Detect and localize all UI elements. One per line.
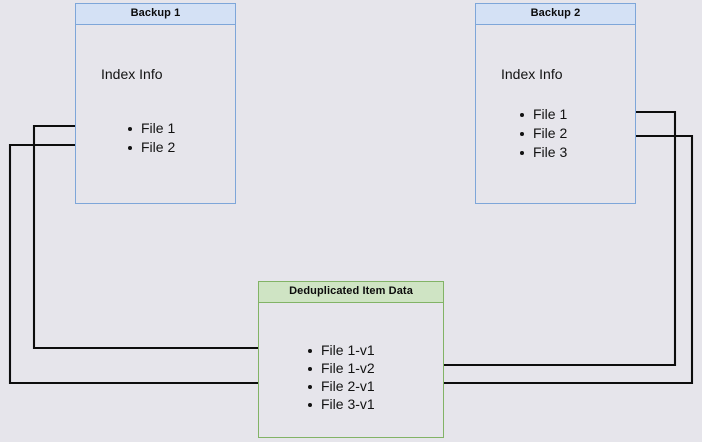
dedup-file-item: File 1-v1	[306, 341, 375, 359]
node-backup-1-header: Backup 1	[76, 4, 235, 25]
backup-2-file-item: File 1	[518, 105, 567, 124]
backup-2-file-item: File 2	[518, 124, 567, 143]
connector-backup1-file2-to-file2v1	[8, 143, 304, 387]
connector-backup1-file1-to-file1v1	[32, 124, 304, 352]
backup-2-index-info-label: Index Info	[501, 66, 563, 82]
backup-1-file-item: File 2	[126, 138, 175, 157]
connector-backup2-file2-to-file2v1	[391, 134, 694, 387]
dedup-file-item: File 2-v1	[306, 377, 375, 395]
backup-1-index-info-label: Index Info	[101, 66, 163, 82]
dedup-file-item: File 3-v1	[306, 395, 375, 413]
dedup-file-item: File 1-v2	[306, 359, 375, 377]
node-deduplicated-item-data-header: Deduplicated Item Data	[259, 282, 443, 303]
node-backup-2-header: Backup 2	[476, 4, 635, 25]
backup-1-file-item: File 1	[126, 119, 175, 138]
backup-2-file-item: File 3	[518, 143, 567, 162]
